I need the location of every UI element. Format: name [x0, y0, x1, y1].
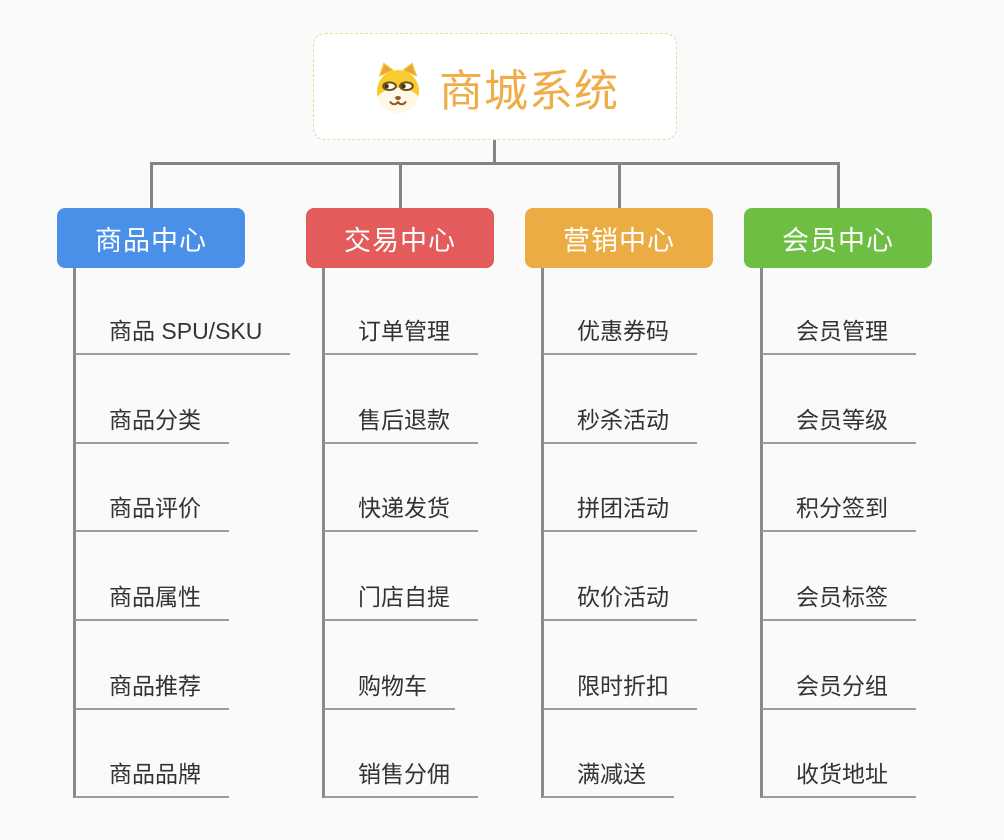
leaf-node[interactable]: 收货地址 — [762, 760, 916, 798]
leaf-node[interactable]: 优惠券码 — [543, 317, 697, 355]
branch-node-product-center[interactable]: 商品中心 — [57, 208, 245, 268]
branch-node-trade-center[interactable]: 交易中心 — [306, 208, 494, 268]
leaf-node[interactable]: 门店自提 — [324, 583, 478, 621]
leaf-node[interactable]: 限时折扣 — [543, 672, 697, 710]
children-column-product: 商品 SPU/SKU 商品分类 商品评价 商品属性 商品推荐 商品品牌 — [73, 268, 306, 798]
connector-drop-product — [150, 164, 153, 208]
leaf-node[interactable]: 商品推荐 — [75, 672, 229, 710]
leaf-node[interactable]: 积分签到 — [762, 494, 916, 532]
leaf-node[interactable]: 砍价活动 — [543, 583, 697, 621]
children-column-member: 会员管理 会员等级 积分签到 会员标签 会员分组 收货地址 — [760, 268, 993, 798]
root-node-mall-system[interactable]: 商城系统 — [313, 33, 677, 140]
leaf-node[interactable]: 商品属性 — [75, 583, 229, 621]
leaf-node[interactable]: 商品评价 — [75, 494, 229, 532]
leaf-node[interactable]: 会员管理 — [762, 317, 916, 355]
leaf-node[interactable]: 销售分佣 — [324, 760, 478, 798]
leaf-node[interactable]: 秒杀活动 — [543, 406, 697, 444]
connector-drop-marketing — [618, 164, 621, 208]
leaf-node[interactable]: 会员等级 — [762, 406, 916, 444]
leaf-node[interactable]: 满减送 — [543, 760, 674, 798]
leaf-node[interactable]: 会员分组 — [762, 672, 916, 710]
connector-root-stem — [493, 140, 496, 164]
connector-drop-member — [837, 164, 840, 208]
leaf-node[interactable]: 会员标签 — [762, 583, 916, 621]
branch-node-marketing-center[interactable]: 营销中心 — [525, 208, 713, 268]
leaf-node[interactable]: 商品分类 — [75, 406, 229, 444]
leaf-node[interactable]: 快递发货 — [324, 494, 478, 532]
children-column-trade: 订单管理 售后退款 快递发货 门店自提 购物车 销售分佣 — [322, 268, 555, 798]
leaf-node[interactable]: 售后退款 — [324, 406, 478, 444]
children-column-marketing: 优惠券码 秒杀活动 拼团活动 砍价活动 限时折扣 满减送 — [541, 268, 774, 798]
root-title: 商城系统 — [439, 66, 619, 116]
leaf-node[interactable]: 拼团活动 — [543, 494, 697, 532]
leaf-node[interactable]: 订单管理 — [324, 317, 478, 355]
connector-drop-trade — [399, 164, 402, 208]
branch-node-member-center[interactable]: 会员中心 — [744, 208, 932, 268]
connector-horizontal-bar — [150, 162, 840, 165]
leaf-node[interactable]: 商品 SPU/SKU — [75, 317, 291, 355]
doge-icon — [371, 60, 425, 114]
leaf-node[interactable]: 商品品牌 — [75, 760, 229, 798]
leaf-node[interactable]: 购物车 — [324, 672, 455, 710]
